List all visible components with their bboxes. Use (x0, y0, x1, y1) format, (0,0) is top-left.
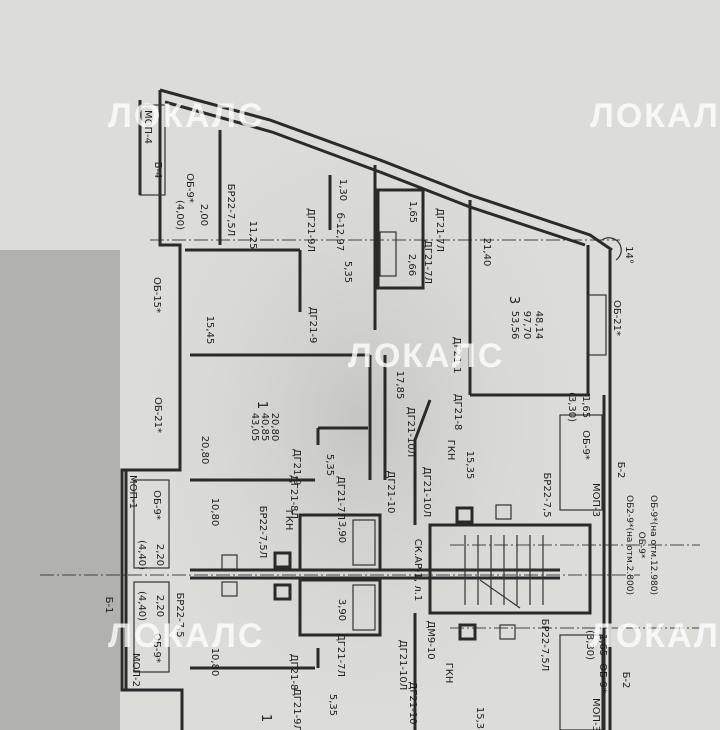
plan-label: б-12,97 (334, 213, 345, 251)
plan-label: ДГ21-10 (385, 471, 396, 514)
plan-label: ОБ-9* (580, 430, 591, 460)
plan-label: ДГ21-9Л (305, 208, 316, 252)
plan-label: 20,80 (269, 413, 280, 442)
axis-lines (40, 239, 700, 629)
plan-label: ГКН (445, 440, 456, 461)
plan-label: (4,00) (174, 200, 185, 230)
plan-label: 1 (254, 401, 269, 409)
plan-label: ОБ2-9*(на отм.2.800) (624, 495, 634, 595)
plan-label: ДГ21-8 (288, 654, 299, 691)
plan-label: 5,35 (324, 454, 335, 476)
plan-label: 1 (258, 714, 273, 722)
plan-label: Б-1 (103, 597, 114, 614)
plan-label: 5,35 (342, 261, 353, 283)
plan-label: МОП-4 (142, 110, 153, 144)
plan-label: 1,30 (337, 179, 348, 201)
plan-label: 2,66 (406, 254, 417, 276)
staircase (464, 535, 550, 609)
plan-label: ОБ-9*(на отм.12.980) (648, 495, 658, 595)
plan-label: ДГ21-10Л (421, 467, 432, 518)
plan-label: 1,65 (597, 634, 608, 656)
plan-label: ДГ21-7Л (335, 476, 346, 520)
plan-label: 3 (506, 296, 521, 304)
plan-label: 48,14 (533, 311, 544, 340)
plan-label: 11,25 (247, 221, 258, 250)
plan-label: МОП-1 (127, 475, 138, 509)
plan-label: БР22-7,5Л (539, 619, 550, 672)
plan-label: ОБ-15* (151, 277, 162, 313)
plan-label: 1,65 (580, 396, 591, 418)
plan-labels: МОП-4 Б-4 ОБ-9* 2,00 (4,00) БР22-7,5Л 11… (103, 110, 658, 730)
plan-label: 97,70 (521, 311, 532, 340)
plan-label: ДГ21-1 (451, 337, 462, 374)
plan-label: 17,85 (394, 371, 405, 400)
plan-label: 20,80 (199, 436, 210, 465)
plan-label: ДГ21-9Л (291, 688, 302, 730)
plan-label: ДГ21-10Л (397, 640, 408, 691)
watermark: ЛОКАЛС (348, 337, 505, 375)
plan-label: БР22-7,5 (174, 592, 185, 637)
plan-label: СК.АР-1, л.1 (412, 539, 423, 601)
plan-label: (3,30) (584, 630, 595, 660)
plan-label: ДГ21-8 (452, 394, 463, 431)
plan-label: ДГ21-7Л (422, 240, 433, 284)
plan-label: ДГ21-10 (407, 682, 418, 725)
plan-label: МОП-3 (590, 483, 601, 517)
plan-label: 5,35 (327, 694, 338, 716)
plan-label: 2,20 (154, 544, 165, 566)
plan-label: 2,00 (198, 204, 209, 226)
plan-label: 43,05 (249, 413, 260, 442)
plan-label: БР22-7,5Л (257, 506, 268, 559)
watermark: ЛОКАЛС (590, 617, 720, 655)
plan-label: МОП-3 (590, 698, 601, 730)
plan-label: 40,85 (259, 413, 270, 442)
plan-label: ГКН (443, 663, 454, 684)
plan-label: 21,40 (481, 238, 492, 267)
plan-label: 10,80 (209, 498, 220, 527)
plan-label: ДГ21-9 (307, 307, 318, 344)
plan-label: (4,40) (136, 540, 147, 570)
plan-label: БР22-7,5 (541, 472, 552, 517)
plan-label: 2,20 (154, 595, 165, 617)
plan-label: Б-2 (620, 672, 631, 689)
plan-label: Б-2 (615, 462, 626, 479)
plan-label: ОБ-9* (151, 633, 162, 663)
plan-label: 15,3 (474, 707, 485, 729)
plan-label: БР22-7,5Л (225, 184, 236, 237)
plan-label: 10,80 (209, 648, 220, 677)
plan-label: ДГ21-8Л (288, 475, 299, 519)
shadow (0, 250, 120, 730)
walls (120, 88, 622, 730)
watermark: ЛОКАЛС (590, 97, 720, 135)
plan-label: 1,65 (407, 201, 418, 223)
plan-label: 15,45 (204, 316, 215, 345)
plan-label: 3,90 (336, 599, 347, 621)
plan-label: 14° (623, 246, 634, 264)
plan-label: Б-4 (152, 162, 163, 179)
plan-label: ДГ21-9 (291, 449, 302, 486)
plan-label: ОБ-9* (151, 490, 162, 520)
plan-label: 15,35 (464, 451, 475, 480)
watermark: ЛОКАЛС (108, 617, 265, 655)
plan-label: 3,90 (336, 521, 347, 543)
plan-label: ОБ-21* (152, 397, 163, 433)
plan-label: (4,40) (136, 591, 147, 621)
plan-label: ДГ21-7Л (335, 633, 346, 677)
plan-label: ОБ-21* (611, 300, 622, 336)
watermark: ЛОКАЛС (108, 97, 265, 135)
plan-label: (3,30) (566, 392, 577, 422)
plan-label: 53,56 (509, 311, 520, 340)
plan-label: ОБ-9* (184, 173, 195, 203)
plan-label: ДГ21-10Л (405, 407, 416, 458)
plan-label: ОБ-9* (597, 663, 608, 693)
plan-label: ДГ21-7Л (434, 208, 445, 252)
plan-label: ГКН (283, 510, 294, 531)
plan-label: ОБ-9* (636, 532, 646, 559)
plan-label: МОП-2 (130, 653, 141, 687)
plan-label: ДМ9-10 (425, 620, 436, 659)
